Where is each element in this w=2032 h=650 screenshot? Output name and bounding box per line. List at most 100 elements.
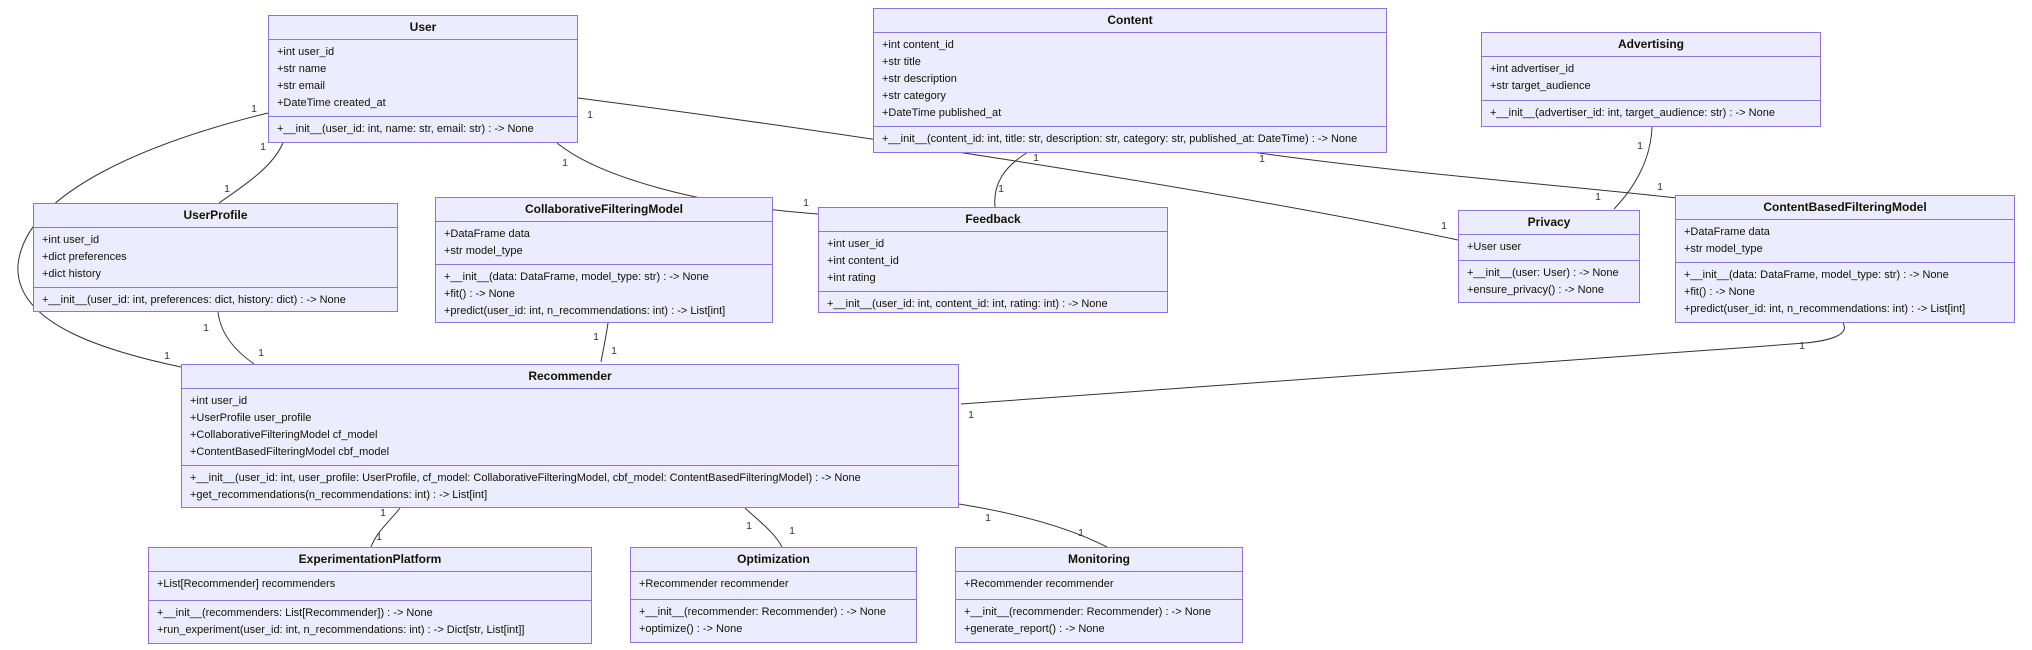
multiplicity-label: 1	[593, 330, 599, 343]
method: +predict(user_id: int, n_recommendations…	[1684, 303, 1966, 315]
method: +__init__(data: DataFrame, model_type: s…	[444, 271, 709, 283]
class-privacy-methods: +__init__(user: User) : -> None +ensure_…	[1459, 260, 1639, 303]
method: +get_recommendations(n_recommendations: …	[190, 489, 488, 501]
class-userprofile-methods: +__init__(user_id: int, preferences: dic…	[34, 287, 397, 313]
edge-user-feedback	[556, 142, 819, 215]
attribute: +int user_id	[277, 46, 335, 58]
edge-user-recommender	[17, 112, 269, 368]
method: +__init__(user: User) : -> None	[1467, 267, 1619, 279]
class-collaborativefilteringmodel-title: CollaborativeFilteringModel	[436, 198, 772, 222]
method: +ensure_privacy() : -> None	[1467, 284, 1604, 296]
edge-userprofile-recommender	[217, 311, 255, 365]
attribute: +str model_type	[1684, 243, 1763, 255]
method: +__init__(data: DataFrame, model_type: s…	[1684, 269, 1949, 281]
method: +__init__(recommender: Recommender) : ->…	[964, 606, 1212, 618]
class-privacy-title: Privacy	[1459, 211, 1639, 235]
attribute: +int user_id	[827, 238, 885, 250]
class-optimization: Optimization +Recommender recommender +_…	[630, 547, 917, 643]
class-recommender: Recommender +int user_id +UserProfile us…	[181, 364, 959, 508]
attribute: +str name	[277, 63, 327, 75]
class-advertising-methods: +__init__(advertiser_id: int, target_aud…	[1482, 100, 1820, 126]
class-recommender-attributes: +int user_id +UserProfile user_profile +…	[182, 389, 958, 465]
attribute: +DataFrame data	[444, 228, 530, 240]
class-privacy-attributes: +User user	[1459, 235, 1639, 260]
multiplicity-label: 1	[587, 108, 593, 121]
multiplicity-label: 1	[1441, 219, 1447, 232]
multiplicity-label: 1	[611, 344, 617, 357]
edge-advertising-privacy	[1613, 126, 1653, 210]
attribute: +str model_type	[444, 245, 523, 257]
multiplicity-label: 1	[203, 321, 209, 334]
edge-content-feedback	[994, 151, 1029, 208]
attribute: +str target_audience	[1490, 80, 1591, 92]
multiplicity-label: 1	[998, 182, 1004, 195]
class-userprofile-title: UserProfile	[34, 204, 397, 228]
attribute: +DateTime published_at	[882, 107, 1002, 119]
attribute: +Recommender recommender	[964, 578, 1114, 590]
attribute: +CollaborativeFilteringModel cf_model	[190, 429, 378, 441]
class-optimization-attributes: +Recommender recommender	[631, 572, 916, 599]
class-experimentationplatform-attributes: +List[Recommender] recommenders	[149, 572, 591, 600]
method: +__init__(recommender: Recommender) : ->…	[639, 606, 887, 618]
multiplicity-label: 1	[985, 511, 991, 524]
multiplicity-label: 1	[164, 349, 170, 362]
multiplicity-label: 1	[968, 408, 974, 421]
class-monitoring: Monitoring +Recommender recommender +__i…	[955, 547, 1243, 643]
class-feedback: Feedback +int user_id +int content_id +i…	[818, 207, 1168, 313]
attribute: +Recommender recommender	[639, 578, 789, 590]
edge-user-privacy	[577, 97, 1459, 241]
multiplicity-label: 1	[1799, 339, 1805, 352]
class-feedback-attributes: +int user_id +int content_id +int rating	[819, 232, 1167, 291]
method: +__init__(content_id: int, title: str, d…	[882, 133, 1358, 145]
class-collaborativefilteringmodel: CollaborativeFilteringModel +DataFrame d…	[435, 197, 773, 323]
class-collaborativefilteringmodel-methods: +__init__(data: DataFrame, model_type: s…	[436, 264, 772, 324]
attribute: +List[Recommender] recommenders	[157, 578, 336, 590]
class-privacy: Privacy +User user +__init__(user: User)…	[1458, 210, 1640, 303]
multiplicity-label: 1	[1657, 180, 1663, 193]
attribute: +int advertiser_id	[1490, 63, 1575, 75]
method: +__init__(recommenders: List[Recommender…	[157, 607, 433, 619]
edge-recommender-optimization	[744, 507, 783, 548]
multiplicity-label: 1	[803, 196, 809, 209]
class-feedback-title: Feedback	[819, 208, 1167, 232]
class-monitoring-methods: +__init__(recommender: Recommender) : ->…	[956, 599, 1242, 642]
method: +fit() : -> None	[444, 288, 515, 300]
attribute: +UserProfile user_profile	[190, 412, 312, 424]
method: +__init__(user_id: int, user_profile: Us…	[190, 472, 861, 484]
class-contentbasedfilteringmodel-title: ContentBasedFilteringModel	[1676, 196, 2014, 220]
class-monitoring-title: Monitoring	[956, 548, 1242, 572]
method: +__init__(user_id: int, preferences: dic…	[42, 294, 346, 306]
class-advertising-title: Advertising	[1482, 33, 1820, 57]
attribute: +str category	[882, 90, 946, 102]
attribute: +str email	[277, 80, 325, 92]
method: +optimize() : -> None	[639, 623, 743, 635]
class-collaborativefilteringmodel-attributes: +DataFrame data +str model_type	[436, 222, 772, 264]
edge-user-userprofile	[218, 142, 284, 204]
multiplicity-label: 1	[1078, 526, 1084, 539]
attribute: +int user_id	[190, 395, 248, 407]
multiplicity-label: 1	[1637, 139, 1643, 152]
edge-collaborativefilteringmodel-recommender	[600, 322, 609, 363]
attribute: +dict preferences	[42, 251, 127, 263]
class-experimentationplatform-title: ExperimentationPlatform	[149, 548, 591, 572]
multiplicity-label: 1	[1033, 151, 1039, 164]
method: +__init__(advertiser_id: int, target_aud…	[1490, 107, 1775, 119]
multiplicity-label: 1	[789, 524, 795, 537]
class-userprofile-attributes: +int user_id +dict preferences +dict his…	[34, 228, 397, 287]
class-experimentationplatform-methods: +__init__(recommenders: List[Recommender…	[149, 600, 591, 643]
attribute: +ContentBasedFilteringModel cbf_model	[190, 446, 390, 458]
class-advertising-attributes: +int advertiser_id +str target_audience	[1482, 57, 1820, 100]
multiplicity-label: 1	[376, 530, 382, 543]
class-advertising: Advertising +int advertiser_id +str targ…	[1481, 32, 1821, 127]
edge-contentbasedfilteringmodel-recommender	[960, 322, 1845, 405]
class-experimentationplatform: ExperimentationPlatform +List[Recommende…	[148, 547, 592, 644]
class-feedback-methods: +__init__(user_id: int, content_id: int,…	[819, 291, 1167, 317]
class-contentbasedfilteringmodel: ContentBasedFilteringModel +DataFrame da…	[1675, 195, 2015, 323]
attribute: +int rating	[827, 272, 876, 284]
multiplicity-label: 1	[1595, 190, 1601, 203]
multiplicity-label: 1	[1259, 152, 1265, 165]
attribute: +int content_id	[827, 255, 899, 267]
multiplicity-label: 1	[258, 346, 264, 359]
